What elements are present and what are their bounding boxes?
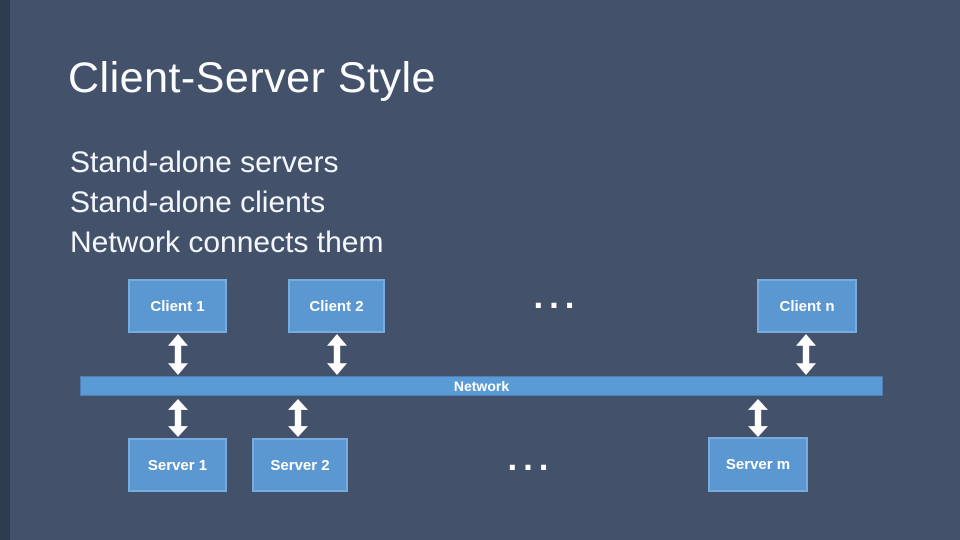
bullet-line: Stand-alone clients — [70, 186, 326, 219]
double-arrow-icon — [167, 334, 189, 380]
double-arrow-icon — [167, 399, 189, 442]
server-m-label: Server m — [725, 456, 791, 473]
network-label: Network — [453, 378, 510, 394]
clients-ellipsis: ... — [533, 282, 580, 315]
client-1-box: Client 1 — [128, 279, 227, 333]
double-arrow-icon — [287, 399, 309, 442]
server-1-box: Server 1 — [128, 438, 227, 492]
bullet-list: Stand-alone servers Stand-alone clients … — [70, 143, 383, 263]
server-2-label: Server 2 — [270, 456, 330, 474]
client-2-label: Client 2 — [309, 297, 364, 315]
double-arrow-icon — [795, 334, 817, 380]
slide-edge-strip — [0, 0, 10, 540]
server-1-label: Server 1 — [147, 456, 208, 474]
double-arrow-icon — [326, 334, 348, 380]
servers-ellipsis: ... — [507, 444, 554, 477]
network-bar: Network — [80, 376, 883, 396]
server-2-box: Server 2 — [252, 438, 348, 492]
server-m-box: Server m — [708, 437, 808, 492]
slide-title: Client-Server Style — [68, 54, 436, 102]
client-1-label: Client 1 — [150, 297, 205, 315]
bullet-line: Network connects them — [70, 226, 384, 259]
client-2-box: Client 2 — [288, 279, 385, 333]
bullet-line: Stand-alone servers — [70, 146, 339, 179]
client-n-label: Client n — [779, 297, 835, 315]
client-n-box: Client n — [757, 279, 857, 333]
double-arrow-icon — [747, 399, 769, 442]
